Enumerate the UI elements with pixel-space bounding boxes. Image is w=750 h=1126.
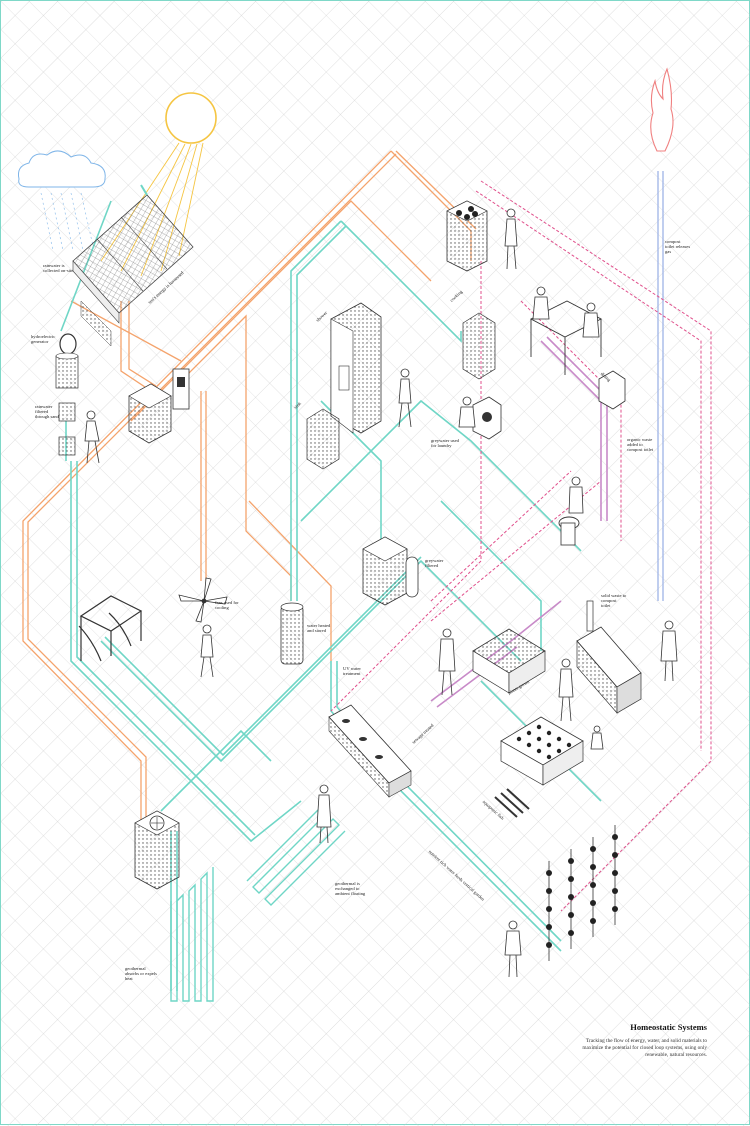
fish-tubes [494,788,530,818]
stove-appliance [446,200,488,272]
solar-panels [72,184,194,347]
heat-pump-unit [134,810,180,890]
label-methane: compost toilet releases gas [665,239,691,255]
label-fan: fans used for cooling [215,600,239,611]
label-gw-filter: greywater filtered [425,558,444,569]
compost-bucket [598,370,626,410]
person-laundry [458,396,476,428]
people-figures [84,208,678,978]
rain-filter-tanks [55,333,79,456]
person-diner-2 [582,302,600,338]
sink-units [306,312,496,470]
person-child [590,725,604,750]
battery-unit [128,368,190,444]
compost-bin [576,600,642,714]
flame-icon [650,67,674,152]
person-gardener [558,658,574,722]
label-rain: rainwater is collected on-site [43,263,74,274]
label-geothermal-well: geothermal absorbs or expels heat [125,966,157,982]
person-walking [200,624,214,678]
label-hydro: hydroelectric generator [31,334,56,345]
label-compost-bin: solid waste to compost toilet [601,593,627,609]
label-filter: rainwater filtered through sand [35,404,59,420]
shower-enclosure [330,302,382,434]
title-block: Homeostatic Systems Tracking the flow of… [567,1022,707,1059]
label-greywater: greywater used for laundry [431,438,459,449]
label-uv: UV water treatment [343,666,361,677]
water-heater-tank [280,602,304,665]
gas-flow-lines [657,171,664,601]
page-title: Homeostatic Systems [630,1022,707,1032]
person-chef [504,208,518,270]
person-filter [84,410,100,464]
cloud-icon [18,150,106,252]
uv-treatment-tank [328,704,412,798]
bench-frame [78,595,143,662]
person-gas [660,620,678,682]
ceiling-fan-icon [178,577,228,623]
person-shower [398,368,412,428]
aquaponic-planter [472,628,546,694]
person-scientist [438,628,456,696]
person-toilet [568,476,584,514]
label-heater: water heated and stored [307,623,331,634]
person-garden-1 [504,920,522,978]
greywater-filter [362,536,419,606]
label-organic: organic waste added to compost toilet [627,437,654,453]
person-diner-1 [532,286,550,320]
dining-table [530,300,602,375]
label-geothermal-loop: geothermal is exchanged to ambient float… [335,881,366,897]
vertical-garden [546,825,618,961]
washing-machine [472,396,502,440]
page-description: Tracking the flow of energy, water, and … [582,1038,707,1058]
plant-tray [500,716,584,786]
compost-toilet [558,516,580,546]
person-geothermal [316,784,332,844]
